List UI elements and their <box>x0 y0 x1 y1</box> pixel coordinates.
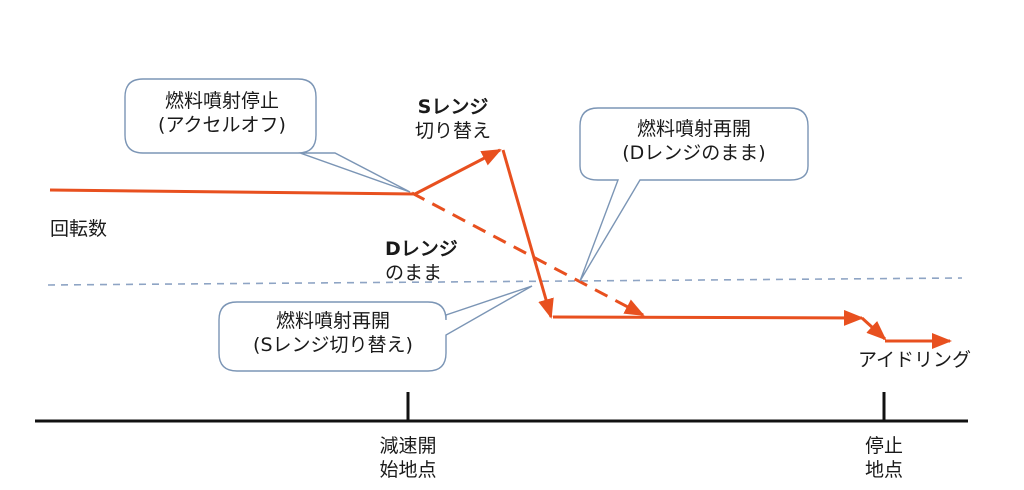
stop-point-line-1: 停止 <box>864 435 903 457</box>
callout-fuel-cut-text: 燃料噴射停止 (アクセルオフ) <box>128 90 316 138</box>
d-range-label: Dレンジ のまま <box>385 238 458 286</box>
rpm-line-low <box>552 309 864 326</box>
s-range-line-1: Sレンジ <box>417 96 489 118</box>
rpm-line-rise <box>414 148 502 196</box>
rpm-label: 回転数 <box>50 218 108 240</box>
rpm-line-constant <box>49 188 416 196</box>
d-range-line-2: のまま <box>385 261 443 284</box>
callout-resume-s-bubble <box>218 285 533 372</box>
callout-resume-d-line-1: 燃料噴射再開 <box>636 118 751 140</box>
decel-start-label: 減速開 始地点 <box>358 435 458 483</box>
callout-fuel-cut-bubble <box>124 78 411 193</box>
stop-point-line-2: 地点 <box>864 458 903 481</box>
d-range-line-1: Dレンジ <box>385 238 458 260</box>
rpm-line-drop <box>501 149 554 319</box>
s-range-label: Sレンジ 切り替え <box>388 96 518 144</box>
callout-resume-d-bubble <box>579 107 809 282</box>
callout-resume-s-line-2: (Sレンジ切り替え) <box>253 333 413 356</box>
rpm-line-step-down <box>860 316 887 341</box>
stop-point-label: 停止 地点 <box>844 435 924 483</box>
callout-fuel-cut-line-2: (アクセルオフ) <box>158 113 286 136</box>
callout-resume-s-line-1: 燃料噴射再開 <box>275 310 390 332</box>
d-range-dashed-path <box>411 191 645 317</box>
idling-label: アイドリング <box>858 349 972 371</box>
decel-start-line-1: 減速開 <box>379 435 437 457</box>
s-range-line-2: 切り替え <box>414 119 491 142</box>
callout-fuel-cut-line-1: 燃料噴射停止 <box>164 90 279 112</box>
callout-resume-s-text: 燃料噴射再開 (Sレンジ切り替え) <box>222 310 444 358</box>
threshold-dashed-line <box>47 277 963 286</box>
decel-start-line-2: 始地点 <box>379 458 437 481</box>
callout-resume-d-line-2: (Dレンジのまま) <box>622 141 766 164</box>
callout-resume-d-text: 燃料噴射再開 (Dレンジのまま) <box>583 118 805 166</box>
